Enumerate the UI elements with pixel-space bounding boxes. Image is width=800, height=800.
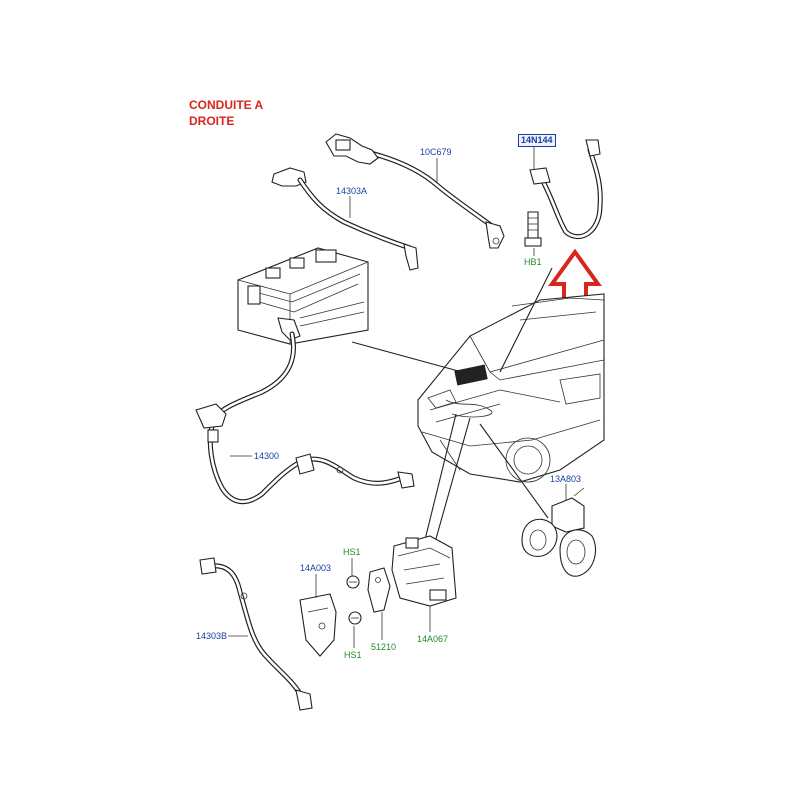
cable-10c679 bbox=[325, 133, 505, 249]
diagram-title-line2: DROITE bbox=[189, 114, 235, 128]
screw-hs1-bottom bbox=[348, 611, 362, 625]
diagram-title-line1: CONDUITE A bbox=[189, 98, 264, 112]
vehicle-front bbox=[417, 293, 605, 483]
leader-lines bbox=[351, 267, 553, 561]
cable-14303b bbox=[199, 557, 313, 711]
cable-14303a bbox=[271, 167, 419, 271]
battery bbox=[237, 247, 369, 345]
part-label-14a003: 14A003 bbox=[300, 563, 332, 573]
part-label-hs1-top: HS1 bbox=[343, 547, 361, 557]
bracket-51210 bbox=[367, 567, 391, 613]
cable-14300 bbox=[195, 317, 415, 505]
part-label-14303a: 14303A bbox=[336, 186, 368, 196]
label-leaders bbox=[228, 146, 567, 648]
part-label-14303b: 14303B bbox=[196, 631, 228, 641]
fuse-box-14a067 bbox=[391, 535, 457, 607]
horn-13a803 bbox=[521, 487, 596, 577]
part-label-10c679: 10C679 bbox=[420, 147, 452, 157]
part-label-14a067: 14A067 bbox=[417, 634, 449, 644]
part-label-13a803: 13A803 bbox=[550, 474, 582, 484]
cable-14n144 bbox=[524, 139, 603, 247]
part-label-51210: 51210 bbox=[371, 642, 397, 652]
screw-hs1-top bbox=[346, 575, 360, 589]
cover-14a003 bbox=[299, 593, 337, 657]
part-label-14n144-highlighted: 14N144 bbox=[518, 134, 556, 147]
part-label-hs1-bottom: HS1 bbox=[344, 650, 362, 660]
part-label-14300: 14300 bbox=[254, 451, 280, 461]
part-label-hb1: HB1 bbox=[524, 257, 542, 267]
